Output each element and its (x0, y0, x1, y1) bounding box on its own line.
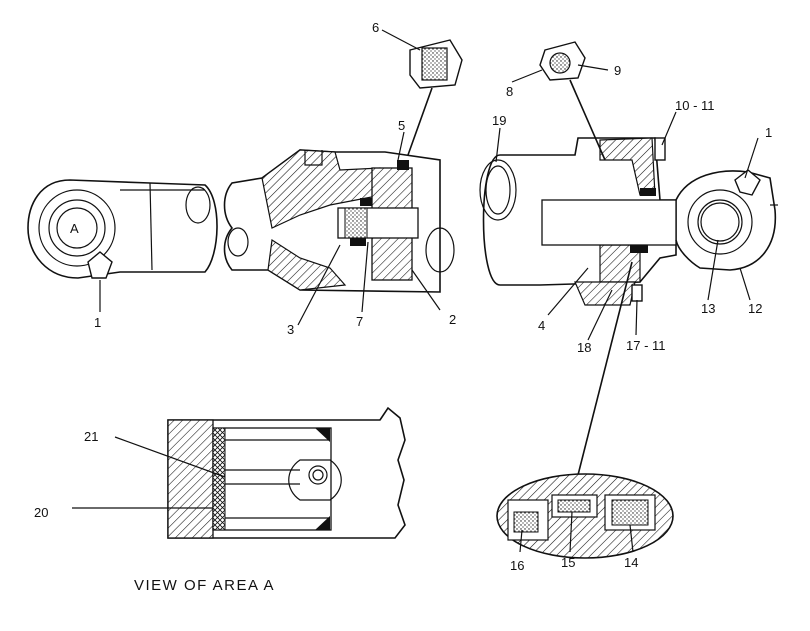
seal-section-detail (496, 261, 674, 559)
callout-3: 3 (287, 322, 294, 337)
callout-20: 20 (34, 505, 48, 520)
cylinder-head-assembly (479, 137, 677, 306)
leader-lines (72, 29, 759, 553)
callout-17-11: 17 - 11 (626, 338, 666, 353)
figure-caption: VIEW OF AREA A (134, 577, 275, 594)
callout-14: 14 (624, 555, 638, 570)
callout-5: 5 (398, 118, 405, 133)
seal-detail-6 (407, 39, 463, 156)
seal-piece (350, 238, 366, 246)
callout-19: 19 (492, 113, 506, 128)
callout-2: 2 (449, 312, 456, 327)
area-a-detail-view (167, 406, 406, 539)
head-bolt-lower (631, 284, 643, 302)
callout-16: 16 (510, 558, 524, 573)
callout-10-11: 10 - 11 (675, 98, 715, 113)
callout-6: 6 (372, 20, 379, 35)
grease-fitting-left (87, 251, 113, 279)
callout-7: 7 (356, 314, 363, 329)
rod-eye-assembly: A (27, 179, 218, 279)
callout-12: 12 (748, 301, 762, 316)
callout-13: 13 (701, 301, 715, 316)
seal-detail-8-9 (539, 41, 606, 161)
cylinder-eye-assembly (675, 169, 778, 271)
callout-9: 9 (614, 63, 621, 78)
callout-4: 4 (538, 318, 545, 333)
callout-18: 18 (577, 340, 591, 355)
area-marker: A (70, 221, 79, 236)
callout-15: 15 (561, 555, 575, 570)
callout-1-right: 1 (765, 125, 772, 140)
callout-8: 8 (506, 84, 513, 99)
piston-rod-assembly (223, 149, 455, 293)
head-bolt-upper (654, 137, 666, 161)
callout-labels: 1 1 2 3 4 5 6 7 8 9 10 - 11 12 13 14 15 … (34, 20, 772, 573)
callout-21: 21 (84, 429, 98, 444)
callout-1-left: 1 (94, 315, 101, 330)
grease-fitting-right (734, 169, 761, 196)
